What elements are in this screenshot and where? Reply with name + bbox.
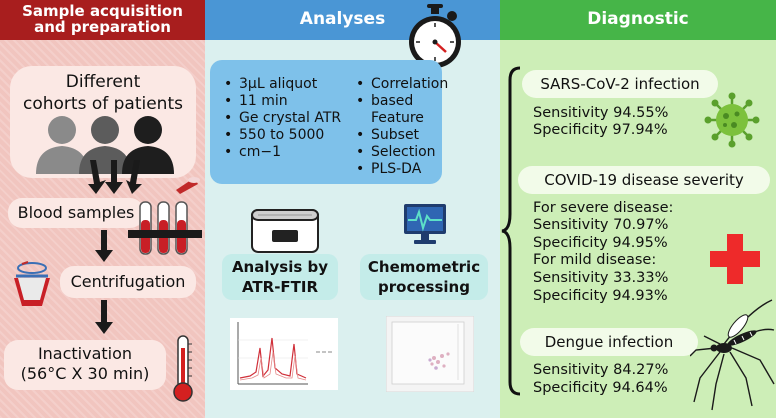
analysis-params-box: 3µL aliquot 11 min Ge crystal ATR 550 to… — [210, 60, 448, 184]
diagnostic-header-label: Diagnostic — [587, 9, 689, 30]
sars-specificity: Specificity 97.94% — [533, 122, 668, 138]
sample-header-line1: Sample acquisition — [22, 2, 183, 21]
inactivation-line1: Inactivation — [37, 344, 133, 363]
mosquito-icon — [690, 299, 775, 411]
thermometer-icon — [173, 335, 193, 402]
red-cross-icon — [710, 234, 760, 284]
sample-header-line2: and preparation — [34, 18, 171, 36]
dengue-specificity: Specificity 94.64% — [533, 380, 668, 396]
centrifugation-box: Centrifugation — [60, 266, 196, 298]
method-item: Correlation — [356, 76, 448, 93]
severity-title: COVID-19 disease severity — [544, 171, 744, 189]
param-item: 11 min — [224, 93, 341, 110]
dengue-sensitivity: Sensitivity 84.27% — [533, 362, 669, 378]
severity-title-box: COVID-19 disease severity — [518, 166, 770, 194]
arrow-down-icon — [95, 230, 113, 262]
param-item: cm−1 — [224, 144, 341, 161]
param-item: Ge crystal ATR — [224, 110, 341, 127]
inactivation-line2: (56°C X 30 min) — [20, 364, 150, 383]
virus-icon — [704, 92, 760, 148]
stopwatch-icon — [409, 4, 461, 68]
chemo-label-line2: processing — [378, 278, 470, 296]
cohorts-line1: Different — [65, 72, 141, 92]
sars-title: SARS-CoV-2 infection — [540, 75, 700, 93]
param-item: 3µL aliquot — [224, 76, 341, 93]
params-list: 3µL aliquot 11 min Ge crystal ATR 550 to… — [224, 76, 341, 161]
chemometric-label-box: Chemometric processing — [360, 254, 488, 300]
method-item: based Feature — [356, 93, 448, 127]
arrow-down-icon — [95, 300, 113, 334]
sample-header: Sample acquisition and preparation — [0, 0, 205, 40]
blood-tubes-icon — [128, 177, 202, 255]
blood-samples-box: Blood samples — [8, 198, 144, 228]
computer-monitor-icon — [404, 204, 446, 244]
analyses-header-label: Analyses — [299, 9, 386, 30]
mild-sensitivity: Sensitivity 33.33% — [533, 270, 669, 286]
severe-specificity: Specificity 94.95% — [533, 235, 668, 251]
blood-samples-label: Blood samples — [17, 203, 135, 222]
sars-title-box: SARS-CoV-2 infection — [522, 70, 718, 98]
param-item: 550 to 5000 — [224, 127, 341, 144]
sars-sensitivity: Sensitivity 94.55% — [533, 105, 669, 121]
atr-ftir-instrument-icon — [251, 209, 319, 253]
method-item: Subset — [356, 127, 448, 144]
merge-arrows — [88, 160, 142, 194]
dengue-title: Dengue infection — [544, 333, 674, 351]
severe-label: For severe disease: — [533, 200, 674, 216]
dengue-title-box: Dengue infection — [520, 328, 698, 356]
chemo-label-line1: Chemometric — [367, 258, 481, 276]
spectrum-plot-icon — [230, 318, 338, 390]
method-item: PLS-DA — [356, 161, 448, 178]
atr-ftir-label-box: Analysis by ATR-FTIR — [222, 254, 338, 300]
severe-sensitivity: Sensitivity 70.97% — [533, 217, 669, 233]
inactivation-box: Inactivation (56°C X 30 min) — [4, 340, 166, 390]
curly-brace — [501, 66, 521, 396]
method-item: Selection — [356, 144, 448, 161]
sample-panel: Sample acquisition and preparation Diffe… — [0, 0, 205, 418]
mild-label: For mild disease: — [533, 252, 657, 268]
centrifuge-icon — [14, 261, 50, 306]
diagnostic-header: Diagnostic — [500, 0, 776, 40]
methods-list: Correlation based Feature Subset Selecti… — [356, 76, 448, 178]
atr-label-line1: Analysis by — [231, 258, 329, 276]
centrifugation-label: Centrifugation — [70, 272, 186, 291]
score-plot-icon — [386, 316, 474, 392]
mild-specificity: Specificity 94.93% — [533, 288, 668, 304]
atr-label-line2: ATR-FTIR — [241, 278, 319, 296]
cohorts-line2: cohorts of patients — [23, 94, 183, 114]
